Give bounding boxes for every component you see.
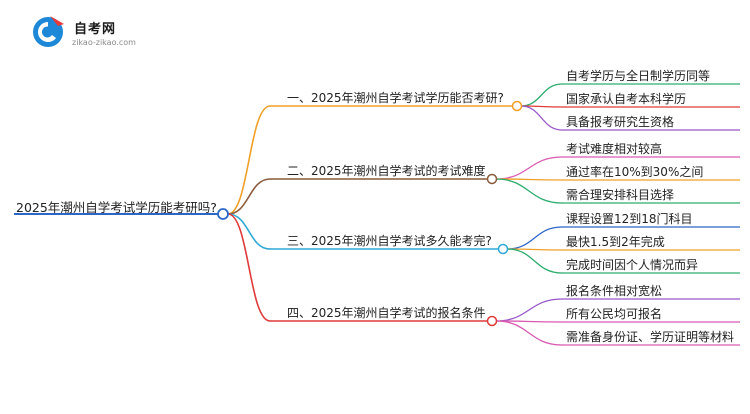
branch-topic-2: 二、2025年潮州自学考试的考试难度 bbox=[287, 164, 486, 178]
branch-topic-1: 一、2025年潮州自学考试学历能否考研? bbox=[287, 91, 504, 105]
branch-topic-4: 四、2025年潮州自学考试的报名条件 bbox=[287, 306, 486, 320]
leaf-topic-3-3: 完成时间因个人情况而异 bbox=[566, 258, 699, 272]
branch-node-3 bbox=[497, 243, 509, 255]
leaf-topic-3-2: 最快1.5到2年完成 bbox=[566, 235, 665, 249]
leaf-connector-1-1 bbox=[520, 83, 563, 107]
leaf-connector-3-1 bbox=[506, 226, 563, 250]
branch-connector-4 bbox=[227, 213, 271, 322]
leaf-connector-3-3 bbox=[506, 248, 563, 274]
leaf-connector-4-3 bbox=[495, 320, 563, 346]
leaf-topic-2-3: 需合理安排科目选择 bbox=[566, 188, 675, 202]
leaf-topic-4-2: 所有公民均可报名 bbox=[566, 307, 663, 321]
logo-emblem-icon bbox=[33, 16, 64, 47]
branch-node-4 bbox=[486, 315, 498, 327]
root-topic: 2025年潮州自学考试学历能考研吗? bbox=[16, 200, 217, 215]
leaf-topic-1-2: 国家承认自考本科学历 bbox=[566, 92, 687, 106]
branch-node-1 bbox=[511, 100, 523, 112]
branch-node-2 bbox=[486, 173, 498, 185]
branch-connector-2 bbox=[227, 178, 271, 215]
branch-connector-3 bbox=[227, 213, 271, 250]
brand-url: zikao-zikao.com bbox=[72, 38, 136, 47]
root-node bbox=[217, 208, 229, 220]
leaf-topic-4-3: 需准备身份证、学历证明等材料 bbox=[566, 330, 735, 344]
leaf-connector-2-1 bbox=[495, 156, 563, 180]
branch-topic-3: 三、2025年潮州自学考试多久能考完? bbox=[287, 234, 492, 248]
leaf-connector-1-3 bbox=[520, 105, 563, 131]
leaf-connector-2-3 bbox=[495, 178, 563, 204]
leaf-topic-4-1: 报名条件相对宽松 bbox=[566, 284, 663, 298]
leaf-topic-2-1: 考试难度相对较高 bbox=[566, 142, 663, 156]
leaf-topic-3-1: 课程设置12到18门科目 bbox=[566, 212, 693, 226]
site-logo[interactable]: 自考网 zikao-zikao.com bbox=[28, 12, 168, 52]
branch-connector-1 bbox=[227, 105, 271, 215]
leaf-topic-2-2: 通过率在10%到30%之间 bbox=[566, 165, 704, 179]
leaf-connector-4-1 bbox=[495, 298, 563, 322]
leaf-topic-1-3: 具备报考研究生资格 bbox=[566, 115, 675, 129]
brand-name: 自考网 bbox=[74, 22, 117, 37]
leaf-topic-1-1: 自考学历与全日制学历同等 bbox=[566, 69, 711, 83]
